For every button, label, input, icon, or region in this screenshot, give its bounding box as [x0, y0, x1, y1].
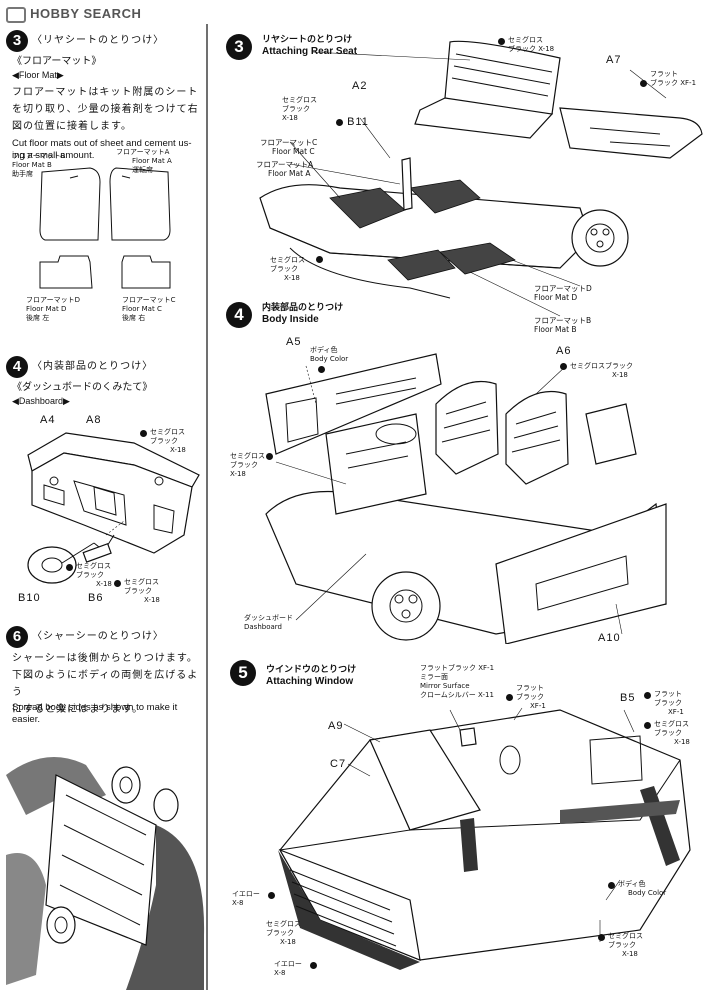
floor-mat-heading-jp: 《フロアーマット》: [12, 56, 102, 67]
paint-dot-icon: [336, 118, 343, 126]
paint-dot-icon: [506, 694, 513, 701]
step-r5-number: 5: [230, 660, 256, 686]
rear-seat-illustration: [259, 40, 703, 317]
dashboard-heading-jp: 《ダッシュボードのくみたて》: [12, 382, 153, 393]
part-a7-label: A7: [606, 54, 622, 66]
step-r5-title-jp: ウインドウのとりつけ: [266, 665, 357, 675]
paint-dot-icon: [598, 934, 605, 941]
part-b6-label: B6: [88, 592, 104, 604]
paint-dot-icon: [310, 962, 317, 969]
step-3-number: 3: [6, 30, 28, 52]
paint-dot-icon: [644, 692, 651, 699]
paint-dot-icon: [498, 38, 505, 45]
paint-dot-icon: [608, 882, 615, 889]
part-a2-label: A2: [352, 80, 368, 92]
part-a9-label: A9: [328, 720, 344, 732]
paint-dot-icon: [114, 580, 121, 587]
paint-dot-icon: [268, 892, 275, 899]
step-3-desc-jp: フロアーマットはキット附属のシートを切り取り、少量の接着剤をつけて右図の位置に接…: [12, 87, 199, 132]
step-4-title: 〈内装部品のとりつけ〉: [32, 361, 154, 372]
step-r3-title-en: Attaching Rear Seat: [262, 46, 358, 57]
part-a5-label: A5: [286, 336, 302, 348]
paint-dot-icon: [644, 722, 651, 729]
watermark-text: HOBBY SEARCH: [30, 6, 142, 21]
part-b10-label: B10: [18, 592, 41, 604]
step-3-title: 〈リヤシートのとりつけ〉: [32, 35, 165, 46]
dashboard-heading-en: ◀Dashboard▶: [12, 396, 70, 406]
step-6-number: 6: [6, 626, 28, 648]
part-a8-label: A8: [86, 414, 102, 426]
paint-dot-icon: [560, 363, 567, 370]
watermark-logo: HOBBY SEARCH: [6, 6, 141, 23]
paint-dot-icon: [140, 430, 147, 437]
part-a10-label: A10: [598, 632, 621, 644]
paint-dot-icon: [318, 366, 325, 373]
paint-label-seat-top: セミグロスブラック X-18: [498, 36, 554, 54]
step-6-desc-jp: シャーシーは後側からとりつけます。下図のようにボディの両側を広げるようにすると楽…: [12, 653, 199, 715]
step-r4-number: 4: [226, 302, 252, 328]
paint-label-flat-black: フラットブラック XF-1: [640, 70, 696, 88]
part-b5-label: B5: [620, 692, 636, 704]
chassis-hands-illustration: [6, 757, 205, 990]
paint-dot-icon: [66, 564, 73, 571]
window-body-illustration: [278, 707, 691, 970]
step-6-title: 〈シャーシーのとりつけ〉: [32, 631, 164, 642]
step-r5-title-en: Attaching Window: [266, 676, 354, 687]
floor-mat-shapes: [39, 167, 171, 289]
part-a4-label: A4: [40, 414, 56, 426]
body-inside-illustration: [265, 353, 667, 644]
dashboard-illustration: [27, 432, 200, 584]
part-a6-label: A6: [556, 345, 572, 357]
step-r4-title-en: Body Inside: [262, 314, 319, 325]
step-r4-title-jp: 内装部品のとりつけ: [262, 303, 344, 313]
paint-dot-icon: [266, 453, 273, 460]
paint-dot-icon: [640, 80, 647, 87]
floor-mat-heading-en: ◀Floor Mat▶: [12, 70, 64, 80]
paint-dot-icon: [316, 256, 323, 263]
part-c7-label: C7: [330, 758, 347, 770]
step-r3-number: 3: [226, 34, 252, 60]
step-r3-title-jp: リヤシートのとりつけ: [262, 35, 353, 45]
step-4-number: 4: [6, 356, 28, 378]
step-3-desc-en: Cut floor mats out of sheet and cement u…: [12, 138, 192, 161]
part-b11-label: B11: [336, 116, 369, 128]
